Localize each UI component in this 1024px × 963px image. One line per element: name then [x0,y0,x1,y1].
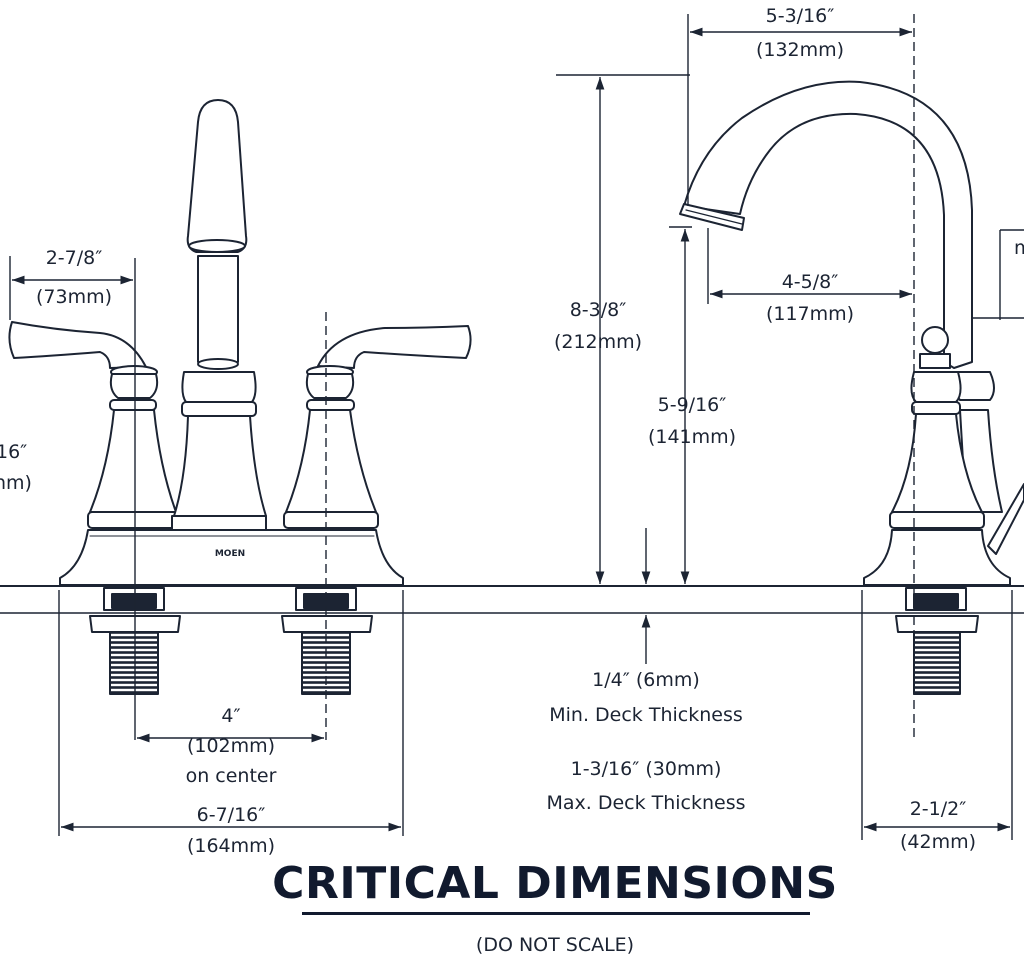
right-partial-metric: m [1014,237,1024,259]
page-subtitle: (DO NOT SCALE) [475,934,635,956]
front-view-faucet [8,99,472,695]
handle-reach-imperial: 2-7/8″ [46,247,103,269]
deck-max-label: Max. Deck Thickness [546,792,745,814]
center-spacing-imperial: 4″ [221,705,240,727]
handle-reach-metric: (73mm) [36,286,112,308]
brand-mark: MOEN [215,549,245,559]
base-depth-metric: (42mm) [900,831,976,853]
center-spacing-note: on center [186,765,277,787]
aerator-height-metric: (141mm) [648,426,736,448]
aerator-height-imperial: 5-9/16″ [658,394,727,416]
overall-width-metric: (164mm) [187,835,275,857]
spout-reach-imperial: 5-3/16″ [766,5,835,27]
title-underline [302,912,810,915]
base-depth-imperial: 2-1/2″ [910,798,967,820]
side-view-faucet [679,80,1024,695]
left-partial-imperial: 16″ [0,441,27,463]
right-shank [281,587,373,695]
spout-reach-metric: (132mm) [756,39,844,61]
left-shank [89,587,181,695]
deck-max-value: 1-3/16″ (30mm) [571,758,722,780]
center-spacing-metric: (102mm) [187,735,275,757]
deck-min-value: 1/4″ (6mm) [592,669,700,691]
overall-height-imperial: 8-3/8″ [570,299,627,321]
spout-to-center-imperial: 4-5/8″ [782,271,839,293]
deck-min-label: Min. Deck Thickness [549,704,743,726]
spout-to-center-metric: (117mm) [766,303,854,325]
left-partial-metric: nm) [0,472,32,494]
overall-width-imperial: 6-7/16″ [197,804,266,826]
page-title: CRITICAL DIMENSIONS [272,858,838,909]
overall-height-metric: (212mm) [554,331,642,353]
